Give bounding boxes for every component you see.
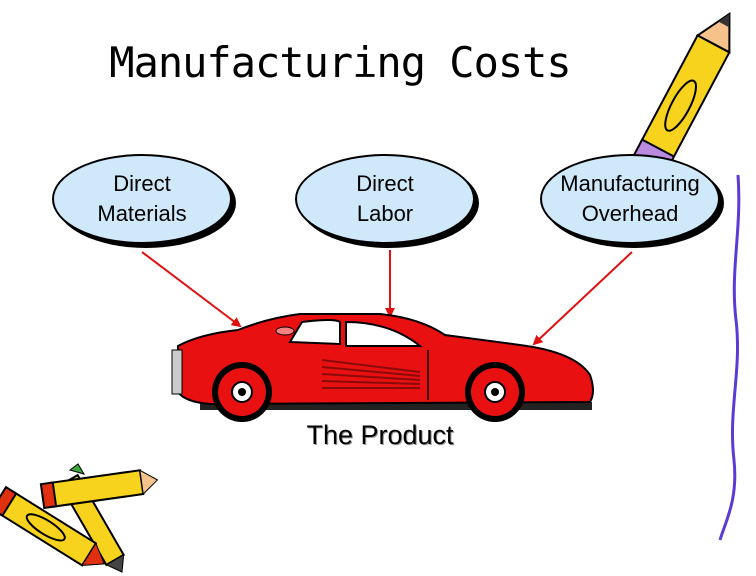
- bubble-line: Direct: [113, 171, 171, 196]
- arrow-materials: [141, 251, 242, 328]
- pencil-icon: [630, 11, 731, 178]
- bubble-line: Direct: [356, 171, 414, 196]
- crayons-icon: [0, 463, 159, 573]
- slide-title: Manufacturing Costs: [109, 38, 571, 87]
- direct-materials-bubble: Direct Materials: [52, 154, 232, 244]
- bubble-line: Materials: [97, 201, 187, 226]
- bubble-line: Manufacturing: [560, 171, 700, 196]
- bubble-line: Overhead: [581, 201, 679, 226]
- manufacturing-overhead-bubble: Manufacturing Overhead: [540, 154, 720, 244]
- direct-labor-bubble: Direct Labor: [295, 154, 475, 244]
- red-sports-car-icon: [171, 313, 594, 422]
- arrow-overhead: [532, 251, 633, 346]
- scribble-line-icon: [718, 174, 741, 541]
- product-caption: The Product: [306, 420, 454, 450]
- bubble-line: Labor: [356, 201, 414, 226]
